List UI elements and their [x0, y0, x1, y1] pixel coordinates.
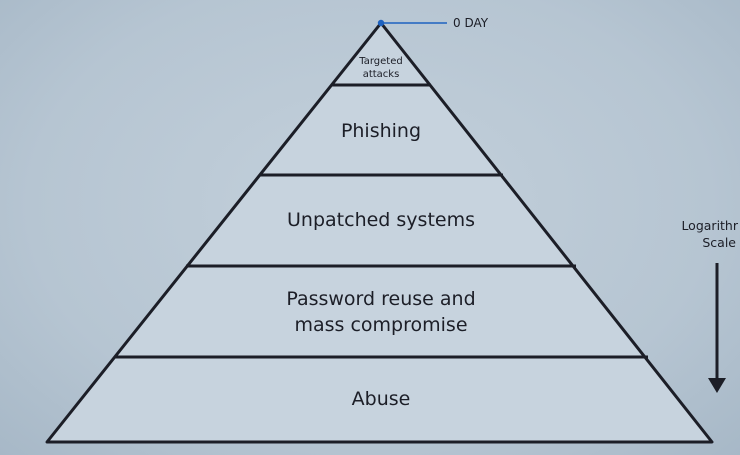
tier-label-abuse: Abuse	[352, 388, 411, 410]
scale-label-line1: Logarithr	[681, 218, 738, 233]
tier-label-password-line2: mass compromise	[294, 314, 467, 336]
scale-arrow-head-icon	[708, 378, 726, 393]
tier-label-targeted-line1: Targeted	[358, 56, 402, 67]
scale-label-line2: Scale	[702, 235, 736, 250]
tier-label-unpatched: Unpatched systems	[287, 209, 475, 231]
pyramid-body	[45, 21, 714, 444]
tier-label-phishing: Phishing	[341, 120, 421, 142]
peak-label: 0 DAY	[453, 16, 489, 30]
tier-label-password-line1: Password reuse and	[286, 288, 475, 310]
tier-label-targeted-line2: attacks	[363, 69, 400, 80]
